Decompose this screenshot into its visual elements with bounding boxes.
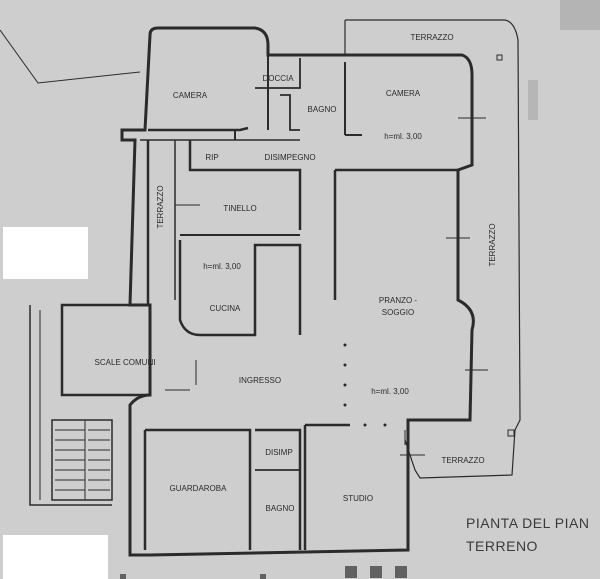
room-label-disimp: DISIMP bbox=[265, 448, 293, 457]
stair-treads bbox=[55, 429, 110, 491]
room-label-camera-left: CAMERA bbox=[173, 91, 208, 100]
blur-artifact bbox=[560, 0, 600, 30]
room-label-camera-right: CAMERA bbox=[386, 89, 421, 98]
wall-camera-left bbox=[148, 126, 249, 132]
room-label-terrazzo-top: TERRAZZO bbox=[410, 33, 453, 42]
room-label-terrazzo-bottom: TERRAZZO bbox=[441, 456, 484, 465]
plan-title-line2: TERRENO bbox=[466, 538, 538, 554]
room-label-scale-comuni: SCALE COMUNI bbox=[95, 358, 156, 367]
room-label-rip: RIP bbox=[205, 153, 218, 162]
room-label-doccia: DOCCIA bbox=[262, 74, 294, 83]
blur-artifact bbox=[528, 80, 538, 120]
wall-disimp bbox=[255, 428, 302, 550]
plan-title-line1: PIANTA DEL PIAN bbox=[466, 515, 589, 531]
room-label-guardaroba: GUARDAROBA bbox=[170, 484, 228, 493]
room-label-bagno-bottom: BAGNO bbox=[266, 504, 295, 513]
dotted-divider bbox=[343, 343, 387, 427]
room-label-ingresso: INGRESSO bbox=[239, 376, 281, 385]
room-label-disimpegno: DISIMPEGNO bbox=[264, 153, 315, 162]
room-label-soggio: SOGGIO bbox=[382, 308, 414, 317]
outer-walls bbox=[120, 26, 475, 557]
window-marks bbox=[165, 117, 488, 456]
room-label-terrazzo-left: TERRAZZO bbox=[156, 185, 165, 228]
wall-bagno-top bbox=[280, 94, 300, 131]
bottom-artifacts bbox=[120, 566, 407, 579]
redaction-box bbox=[3, 535, 108, 579]
room-height-cucina: h=ml. 3,00 bbox=[203, 262, 241, 271]
wall-cucina bbox=[178, 240, 302, 337]
wall-guardaroba bbox=[145, 428, 252, 550]
wall-tinello-top bbox=[188, 140, 302, 230]
wall-doccia-inner bbox=[255, 58, 301, 89]
room-label-bagno-top: BAGNO bbox=[308, 105, 337, 114]
room-label-tinello: TINELLO bbox=[223, 204, 256, 213]
site-boundary bbox=[0, 29, 141, 84]
stairs-block bbox=[51, 419, 113, 501]
room-label-terrazzo-right: TERRAZZO bbox=[488, 223, 497, 266]
room-height-pranzo: h=ml. 3,00 bbox=[371, 387, 409, 396]
stairs-outline bbox=[29, 305, 112, 506]
room-label-pranzo: PRANZO - bbox=[379, 296, 418, 305]
room-label-studio: STUDIO bbox=[343, 494, 373, 503]
wall-scale bbox=[60, 303, 150, 397]
terrace-post bbox=[496, 54, 503, 61]
room-label-cucina: CUCINA bbox=[210, 304, 241, 313]
room-height-camera: h=ml. 3,00 bbox=[384, 132, 422, 141]
terrace-post bbox=[507, 429, 515, 437]
redaction-box bbox=[3, 227, 88, 279]
terrace-outline bbox=[345, 19, 521, 479]
